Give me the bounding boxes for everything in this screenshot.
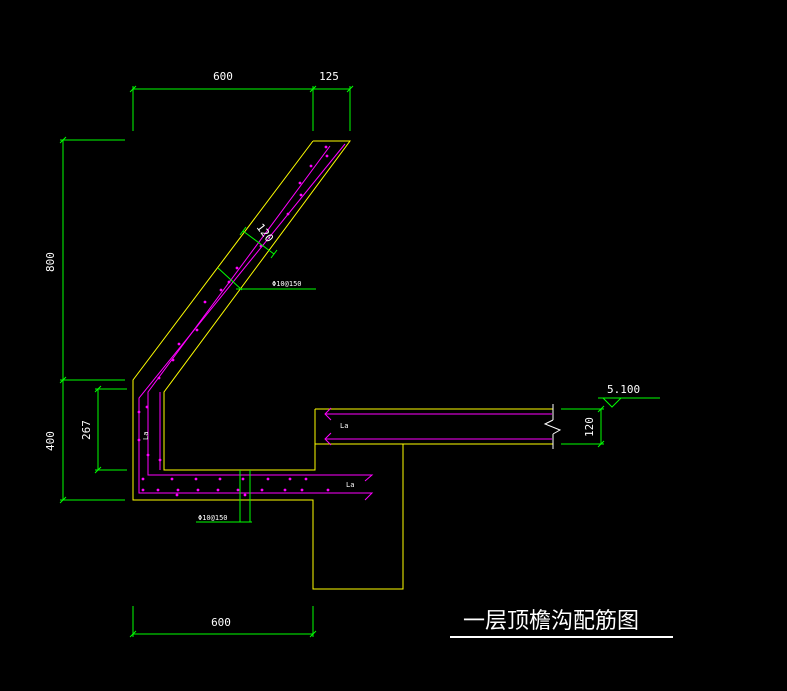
elevation-label: 5.100 <box>607 383 640 396</box>
dim-slab-thickness: 120 <box>583 417 596 437</box>
rebar-dots <box>137 145 330 497</box>
break-symbol <box>543 404 562 449</box>
rebar-outer <box>138 143 374 501</box>
rebar-callout-slope: Φ10@150 <box>272 280 302 288</box>
title-text: 一层顶檐沟配筋图 <box>463 609 639 634</box>
gutter-outline <box>132 140 404 590</box>
concrete-outline <box>132 140 553 590</box>
anchorage-label-bottom: La <box>346 481 354 489</box>
anchorage-label-vertical: La <box>142 432 150 440</box>
rebar-slab-hook-2 <box>324 432 332 446</box>
anchorage-label-slab: La <box>340 422 348 430</box>
dimension-lines <box>59 85 660 638</box>
drawing-title: 一层顶檐沟配筋图 <box>450 609 673 638</box>
rebar-slab-hook <box>324 407 332 421</box>
dim-top-overhang: 125 <box>319 70 339 83</box>
dim-top-width: 600 <box>213 70 233 83</box>
dim-left-height: 800 <box>44 252 57 272</box>
rebar-inner <box>147 145 374 482</box>
dim-bottom-width: 600 <box>211 616 231 629</box>
annotations: Φ10@150 Φ10@150 La La La 5.100 <box>142 280 640 522</box>
dimension-labels: 600 125 800 400 267 120 600 120 <box>44 70 596 629</box>
dim-left-lower: 400 <box>44 431 57 451</box>
rebar-callout-bottom: Φ10@150 <box>198 514 228 522</box>
rebar-lines <box>138 143 552 501</box>
dim-inner-height: 267 <box>80 420 93 440</box>
